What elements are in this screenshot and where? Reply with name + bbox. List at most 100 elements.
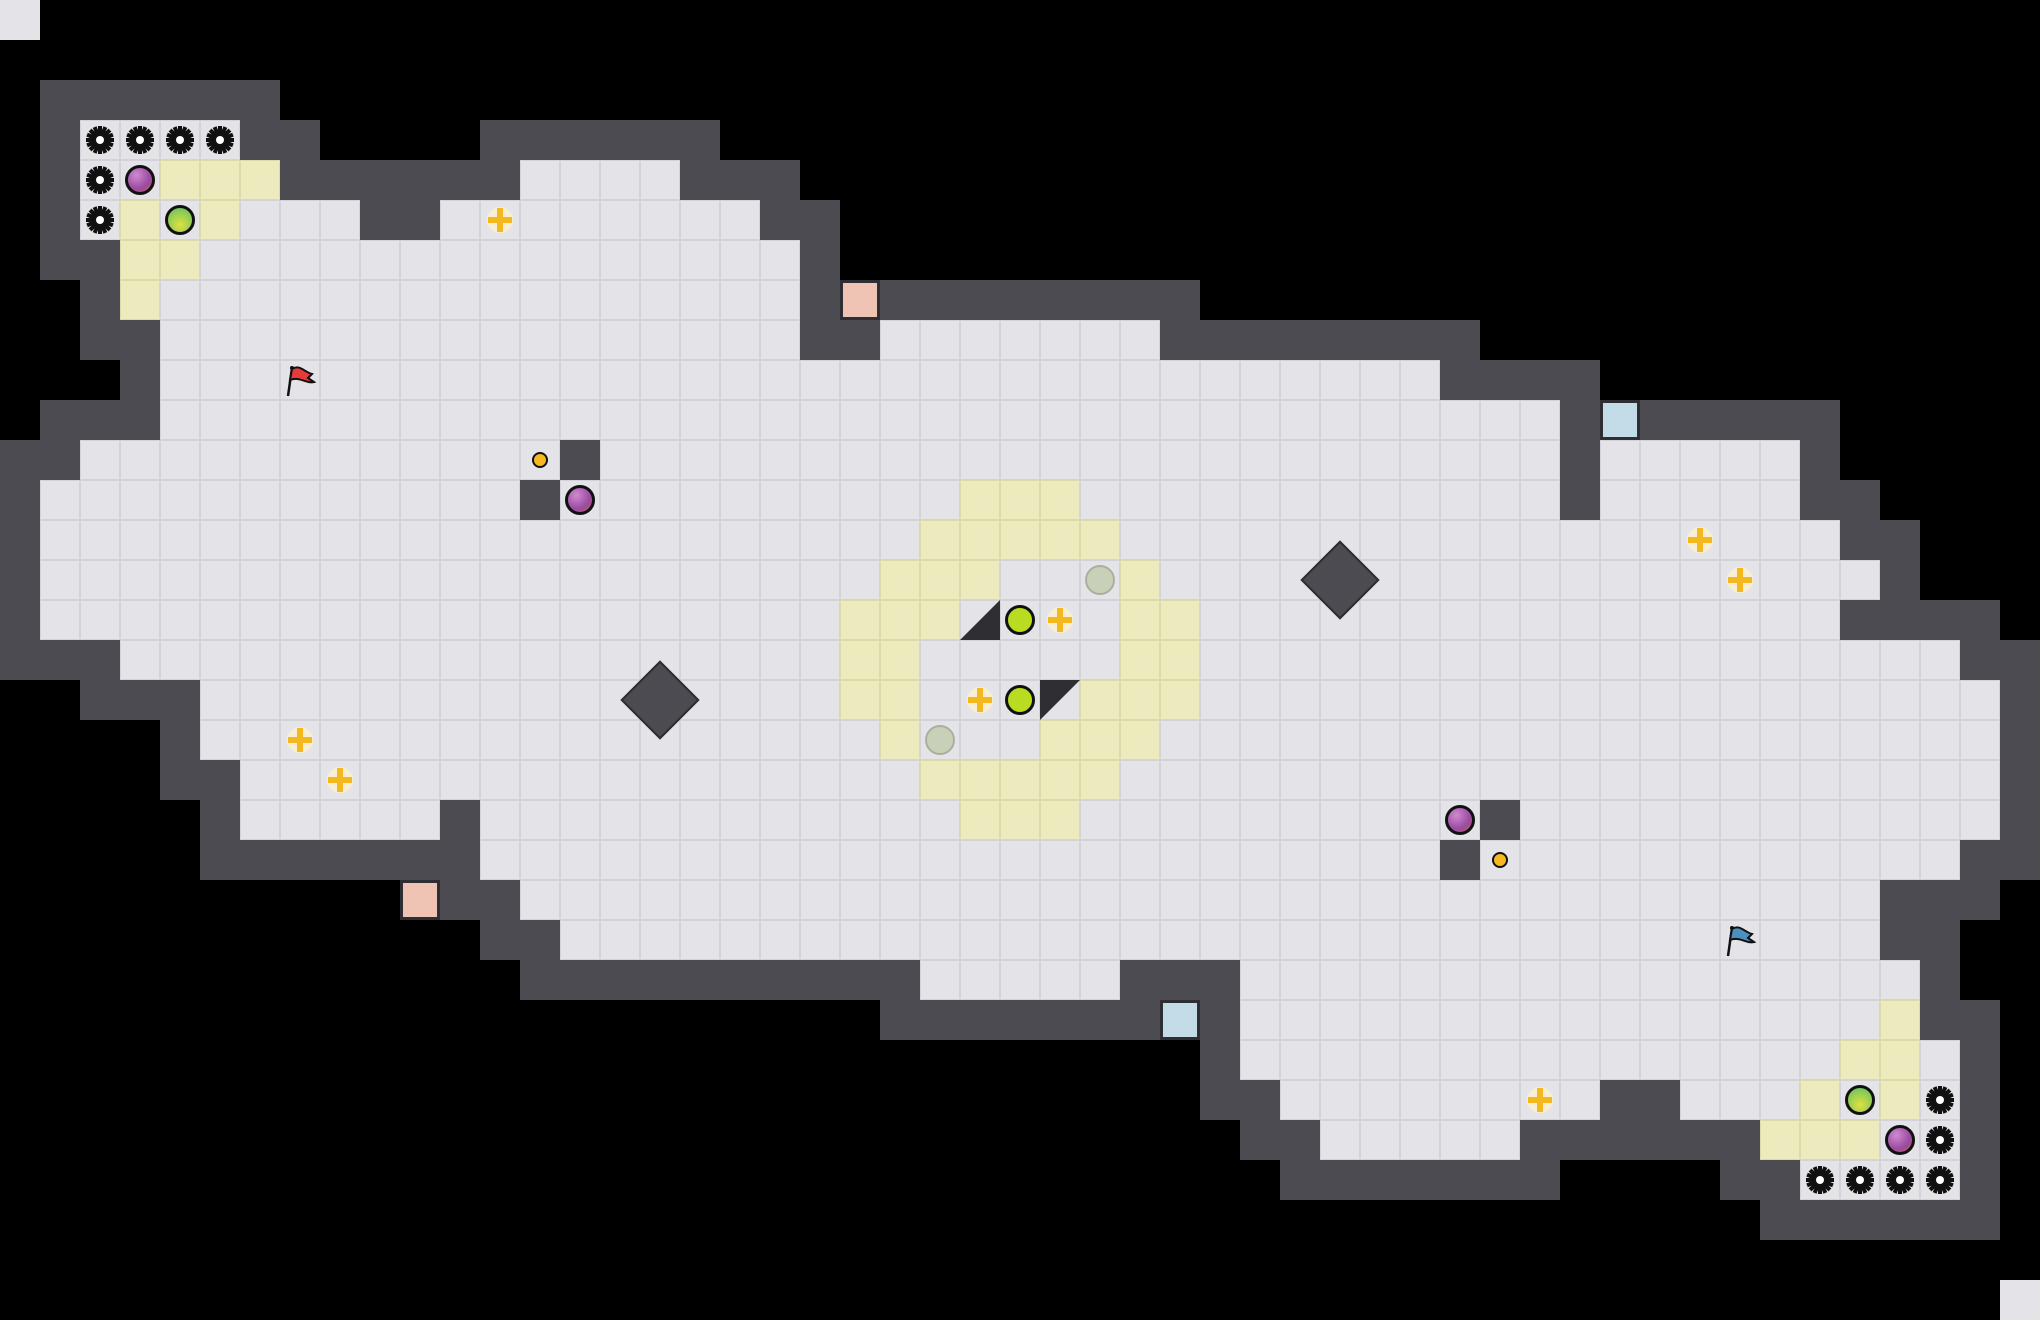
wall-tile: [40, 640, 80, 680]
floor-tile: [1720, 920, 1760, 960]
wall-tile: [880, 960, 920, 1000]
floor-tile: [1760, 640, 1800, 680]
floor-tile: [1080, 400, 1120, 440]
floor-tile: [1160, 800, 1200, 840]
wall-tile: [1080, 1000, 1120, 1040]
wall-tile: [1520, 1120, 1560, 1160]
floor-tile: [80, 440, 120, 480]
floor-tile: [1640, 800, 1680, 840]
floor-tile: [80, 560, 120, 600]
floor-tile: [1240, 1000, 1280, 1040]
floor-tile: [1360, 760, 1400, 800]
floor-tile: [320, 640, 360, 680]
floor-tile: [280, 800, 320, 840]
wall-tile: [1440, 320, 1480, 360]
floor-tile: [1440, 920, 1480, 960]
speed-tile: [880, 640, 920, 680]
wall-tile: [0, 440, 40, 480]
floor-tile: [680, 520, 720, 560]
powerup-icon: [1840, 1080, 1880, 1120]
floor-tile: [1760, 1000, 1800, 1040]
floor-tile: [920, 360, 960, 400]
floor-tile: [560, 720, 600, 760]
floor-tile: [880, 440, 920, 480]
gear-icon: [200, 120, 240, 160]
floor-tile: [1520, 600, 1560, 640]
floor-tile: [840, 400, 880, 440]
floor-tile: [1880, 720, 1920, 760]
floor-tile: [600, 560, 640, 600]
floor-tile: [1120, 840, 1160, 880]
floor-tile: [600, 280, 640, 320]
wall-tile: [240, 840, 280, 880]
floor-tile: [480, 440, 520, 480]
speed-tile: [1040, 480, 1080, 520]
wall-tile: [1960, 640, 2000, 680]
floor-tile: [440, 280, 480, 320]
red-flag-icon: [280, 360, 320, 400]
speed-tile: [840, 640, 880, 680]
wall-tile: [1600, 1080, 1640, 1120]
floor-tile: [1640, 1040, 1680, 1080]
floor-tile: [200, 640, 240, 680]
floor-tile: [360, 680, 400, 720]
floor-tile: [1360, 1120, 1400, 1160]
floor-tile: [1720, 520, 1760, 560]
floor-tile: [1360, 960, 1400, 1000]
wall-tile: [600, 120, 640, 160]
floor-tile: [1800, 840, 1840, 880]
floor-tile: [360, 600, 400, 640]
boost-icon: [320, 760, 360, 800]
floor-tile: [1400, 520, 1440, 560]
speed-tile: [1040, 520, 1080, 560]
wall-tile: [1880, 1200, 1920, 1240]
floor-tile: [1080, 840, 1120, 880]
gear-icon: [1920, 1080, 1960, 1120]
wall-tile: [1920, 1000, 1960, 1040]
floor-tile: [800, 720, 840, 760]
floor-tile: [1240, 800, 1280, 840]
floor-tile: [1360, 680, 1400, 720]
floor-tile: [1720, 1000, 1760, 1040]
floor-tile: [1680, 800, 1720, 840]
floor-tile: [1880, 640, 1920, 680]
wall-tile: [1000, 280, 1040, 320]
floor-tile: [1320, 400, 1360, 440]
floor-tile: [680, 760, 720, 800]
wall-tile: [0, 640, 40, 680]
speed-tile: [1080, 680, 1120, 720]
floor-tile: [1320, 480, 1360, 520]
floor-tile: [280, 480, 320, 520]
floor-tile: [1720, 440, 1760, 480]
floor-tile: [960, 640, 1000, 680]
floor-tile: [1520, 440, 1560, 480]
speed-tile: [920, 560, 960, 600]
floor-tile: [360, 640, 400, 680]
floor-tile: [1280, 360, 1320, 400]
floor-tile: [1320, 760, 1360, 800]
floor-tile: [80, 480, 120, 520]
floor-tile: [720, 280, 760, 320]
floor-tile: [840, 720, 880, 760]
wall-tile: [880, 1000, 920, 1040]
floor-tile: [240, 600, 280, 640]
floor-tile: [1760, 720, 1800, 760]
bomb-icon: [560, 480, 600, 520]
floor-tile: [1680, 720, 1720, 760]
floor-tile: [800, 440, 840, 480]
floor-tile: [1560, 640, 1600, 680]
floor-tile: [640, 320, 680, 360]
speed-tile: [960, 760, 1000, 800]
wall-tile: [1960, 1120, 2000, 1160]
floor-tile: [440, 600, 480, 640]
floor-tile: [520, 680, 560, 720]
gear-icon: [160, 120, 200, 160]
floor-tile: [960, 840, 1000, 880]
floor-tile: [1400, 1000, 1440, 1040]
floor-tile: [320, 680, 360, 720]
wall-tile: [960, 280, 1000, 320]
floor-tile: [1280, 800, 1320, 840]
floor-tile: [1760, 1080, 1800, 1120]
floor-tile: [1480, 760, 1520, 800]
wall-tile: [2000, 720, 2040, 760]
